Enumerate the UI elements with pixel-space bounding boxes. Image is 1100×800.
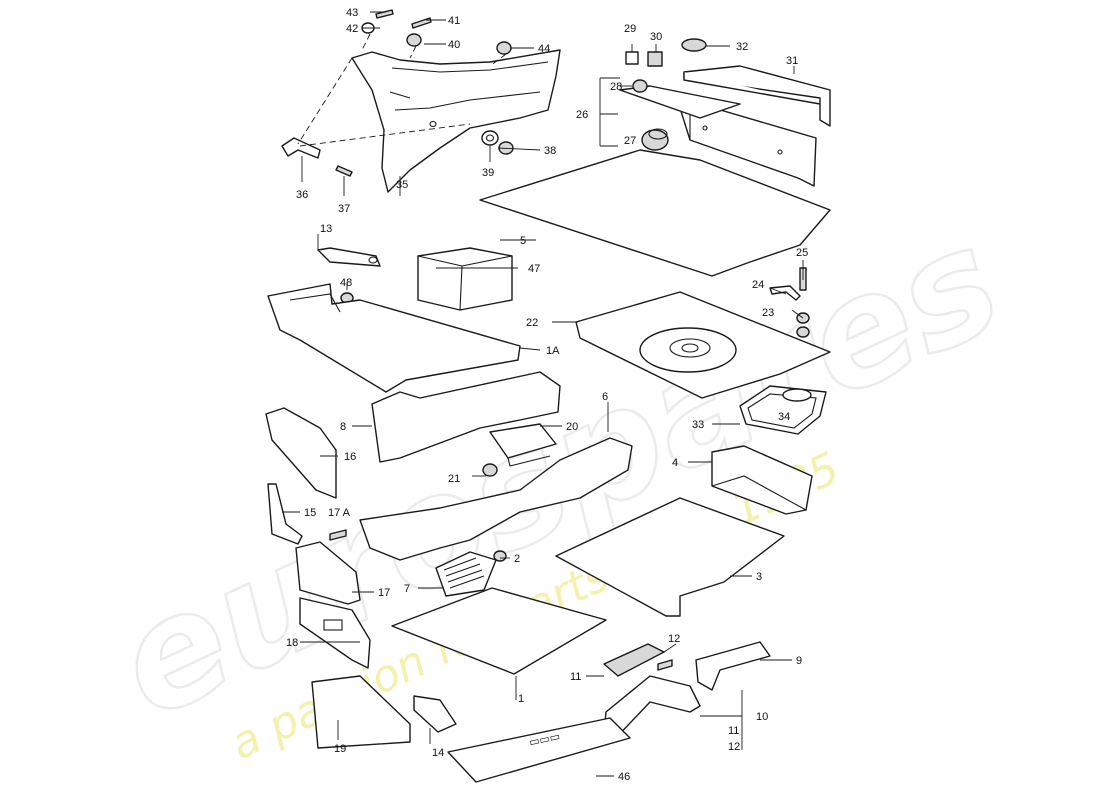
part-5-luggage-mat: [479, 149, 831, 277]
callout-13: 13: [320, 223, 332, 235]
part-17-side-flap: [295, 541, 361, 605]
callout-1: 1: [518, 693, 524, 705]
part-6-rear-trim: [359, 437, 633, 561]
part-22-spare-wheel-cover: [575, 291, 831, 399]
callout-22: 22: [526, 317, 538, 329]
part-41-screw: [411, 17, 432, 29]
part-27-knob: [641, 128, 669, 151]
callout-11b: 11: [728, 725, 739, 737]
callout-12b: 12: [728, 741, 740, 753]
part-20-pocket: [489, 423, 557, 467]
part-11-handle: [603, 643, 665, 677]
part-3-floor-carpet: [555, 497, 785, 617]
callout-35: 35: [396, 179, 408, 191]
part-34-cap: [782, 388, 812, 402]
part-9-bracket: [695, 641, 771, 691]
part-17A-screw: [329, 529, 347, 541]
part-7-vent-grille: [435, 551, 497, 597]
part-13-bracket: [317, 247, 381, 267]
callout-12a: 12: [668, 633, 680, 645]
callout-15: 15: [304, 507, 316, 519]
part-19-side-panel: [311, 675, 411, 749]
part-44-clip: [496, 41, 512, 55]
callout-27: 27: [624, 135, 636, 147]
callout-10: 10: [756, 711, 768, 723]
callout-20: 20: [566, 421, 578, 433]
callout-1A: 1A: [546, 345, 560, 357]
callout-26: 26: [576, 109, 588, 121]
callout-33: 33: [692, 419, 704, 431]
part-35-quarter-trim: [351, 49, 561, 193]
callout-24: 24: [752, 279, 764, 291]
callout-21: 21: [448, 473, 460, 485]
callout-39: 39: [482, 167, 494, 179]
callout-47: 47: [528, 263, 540, 275]
callout-32: 32: [736, 41, 748, 53]
part-29-clip: [625, 51, 639, 65]
callout-7: 7: [404, 583, 410, 595]
part-15-bracket: [267, 483, 303, 545]
part-46-floor-mat: ▭▭▭: [447, 717, 631, 783]
callout-19: 19: [334, 743, 346, 755]
part-28-clip: [632, 79, 648, 93]
callout-43: 43: [346, 7, 358, 19]
callout-23: 23: [762, 307, 774, 319]
callout-48: 48: [340, 277, 352, 289]
part-21-bolt: [482, 463, 498, 477]
part-37-screw: [335, 165, 353, 177]
part-8-side-panel: [371, 371, 561, 463]
callout-5: 5: [520, 235, 526, 247]
callout-18: 18: [286, 637, 298, 649]
part-1A-side-trim: [267, 283, 521, 393]
part-18-panel: [299, 597, 371, 669]
callout-30: 30: [650, 31, 662, 43]
callout-labels: 1 1A 2 3 4 5 6 7 8 9 10 11 11 12 12 13 1…: [286, 7, 808, 783]
part-4-tray: [711, 445, 813, 515]
callout-9: 9: [796, 655, 802, 667]
callout-3: 3: [756, 571, 762, 583]
callout-46: 46: [618, 771, 630, 783]
callout-40: 40: [448, 39, 460, 51]
part-43-screw: [375, 9, 394, 19]
part-14-corner-piece: [413, 695, 457, 733]
part-39-grommet: [481, 130, 499, 146]
callout-2: 2: [514, 553, 520, 565]
part-2-clip: [493, 550, 507, 562]
callout-8: 8: [340, 421, 346, 433]
callout-16: 16: [344, 451, 356, 463]
part-47-box: [417, 247, 513, 311]
callout-29: 29: [624, 23, 636, 35]
callout-37: 37: [338, 203, 350, 215]
part-24-strap: [769, 285, 801, 301]
callout-17: 17: [378, 587, 390, 599]
callout-34: 34: [778, 411, 790, 423]
part-12-screw: [657, 659, 673, 671]
part-32-clip: [681, 38, 707, 52]
callout-28: 28: [610, 81, 622, 93]
callout-36: 36: [296, 189, 308, 201]
part-1-floor-mat: [391, 587, 607, 675]
callout-41: 41: [448, 15, 460, 27]
callout-25: 25: [796, 247, 808, 259]
callout-31: 31: [786, 55, 798, 67]
part-31-cover-strip: [683, 65, 831, 127]
callout-17A: 17 A: [328, 507, 351, 519]
callout-42: 42: [346, 23, 358, 35]
part-40-clip: [406, 33, 422, 47]
callout-44: 44: [538, 43, 550, 55]
callout-6: 6: [602, 391, 608, 403]
callout-4: 4: [672, 457, 678, 469]
callout-14: 14: [432, 747, 444, 759]
callout-38: 38: [544, 145, 556, 157]
part-30-clip: [647, 51, 663, 67]
part-16-side-flap: [265, 407, 337, 499]
callout-11a: 11: [570, 671, 581, 683]
leader-lines: [282, 11, 804, 777]
part-36-grab-handle: [281, 137, 321, 159]
